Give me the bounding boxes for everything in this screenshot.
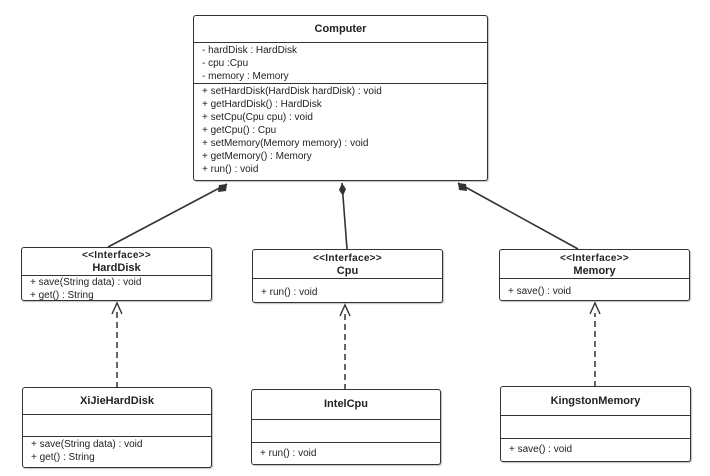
interface-cpu-stereotype: <<Interface>>	[313, 253, 382, 264]
interface-cpu-header: <<Interface>> Cpu	[253, 250, 442, 278]
harddisk-methods: + save(String data) : void + get() : Str…	[22, 275, 211, 301]
harddisk-method-0: + save(String data) : void	[30, 277, 142, 288]
kingstonmemory-method-0: + save() : void	[509, 444, 573, 455]
composition-diamond-harddisk	[218, 184, 227, 192]
class-intelcpu[interactable]: IntelCpu + run() : void	[251, 389, 441, 465]
computer-method-6: + run() : void	[202, 164, 259, 175]
class-computer[interactable]: Computer - hardDisk : HardDisk - cpu :Cp…	[193, 15, 488, 181]
memory-method-0: + save() : void	[508, 286, 572, 297]
computer-methods: + setHardDisk(HardDisk hardDisk) : void …	[194, 83, 487, 176]
kingstonmemory-attributes	[501, 415, 690, 438]
realization-arrow-memory	[589, 301, 601, 315]
realization-arrow-harddisk	[111, 301, 123, 315]
interface-cpu-name: Cpu	[336, 265, 359, 277]
composition-line-harddisk	[107, 183, 228, 248]
cpu-methods: + run() : void	[253, 278, 442, 299]
harddisk-method-1: + get() : String	[30, 290, 94, 301]
interface-memory-header: <<Interface>> Memory	[500, 250, 689, 278]
realization-arrow-cpu	[339, 303, 351, 317]
intelcpu-method-0: + run() : void	[260, 448, 317, 459]
computer-method-0: + setHardDisk(HardDisk hardDisk) : void	[202, 86, 382, 97]
xijieharddisk-attributes	[23, 414, 211, 436]
cpu-method-0: + run() : void	[261, 287, 318, 298]
xijieharddisk-methods: + save(String data) : void + get() : Str…	[23, 436, 211, 464]
interface-harddisk[interactable]: <<Interface>> HardDisk + save(String dat…	[21, 247, 212, 301]
computer-attr-0: - hardDisk : HardDisk	[202, 45, 298, 56]
composition-diamond-cpu	[339, 183, 346, 196]
memory-methods: + save() : void	[500, 278, 689, 298]
intelcpu-methods: + run() : void	[252, 442, 440, 460]
composition-line-memory	[457, 182, 579, 250]
interface-cpu[interactable]: <<Interface>> Cpu + run() : void	[252, 249, 443, 303]
kingstonmemory-methods: + save() : void	[501, 438, 690, 456]
interface-harddisk-name: HardDisk	[92, 262, 141, 274]
computer-attr-1: - cpu :Cpu	[202, 58, 249, 69]
computer-method-5: + getMemory() : Memory	[202, 151, 312, 162]
class-intelcpu-name: IntelCpu	[324, 398, 368, 410]
class-computer-name: Computer	[314, 23, 367, 35]
class-kingstonmemory-name: KingstonMemory	[550, 395, 641, 407]
interface-memory-stereotype: <<Interface>>	[560, 253, 629, 264]
xijieharddisk-method-0: + save(String data) : void	[31, 439, 143, 450]
interface-harddisk-header: <<Interface>> HardDisk	[22, 248, 211, 275]
class-xijieharddisk[interactable]: XiJieHardDisk + save(String data) : void…	[22, 387, 212, 468]
interface-harddisk-stereotype: <<Interface>>	[82, 250, 151, 261]
computer-attr-2: - memory : Memory	[202, 71, 289, 82]
intelcpu-attributes	[252, 419, 440, 442]
xijieharddisk-method-1: + get() : String	[31, 452, 95, 463]
interface-memory[interactable]: <<Interface>> Memory + save() : void	[499, 249, 690, 301]
class-xijieharddisk-name: XiJieHardDisk	[80, 395, 154, 407]
computer-method-2: + setCpu(Cpu cpu) : void	[202, 112, 313, 123]
computer-method-1: + getHardDisk() : HardDisk	[202, 99, 322, 110]
computer-method-3: + getCpu() : Cpu	[202, 125, 277, 136]
computer-attributes: - hardDisk : HardDisk - cpu :Cpu - memor…	[194, 42, 487, 83]
interface-memory-name: Memory	[573, 265, 616, 277]
computer-method-4: + setMemory(Memory memory) : void	[202, 138, 369, 149]
class-kingstonmemory[interactable]: KingstonMemory + save() : void	[500, 386, 691, 462]
composition-diamond-memory	[458, 183, 467, 191]
